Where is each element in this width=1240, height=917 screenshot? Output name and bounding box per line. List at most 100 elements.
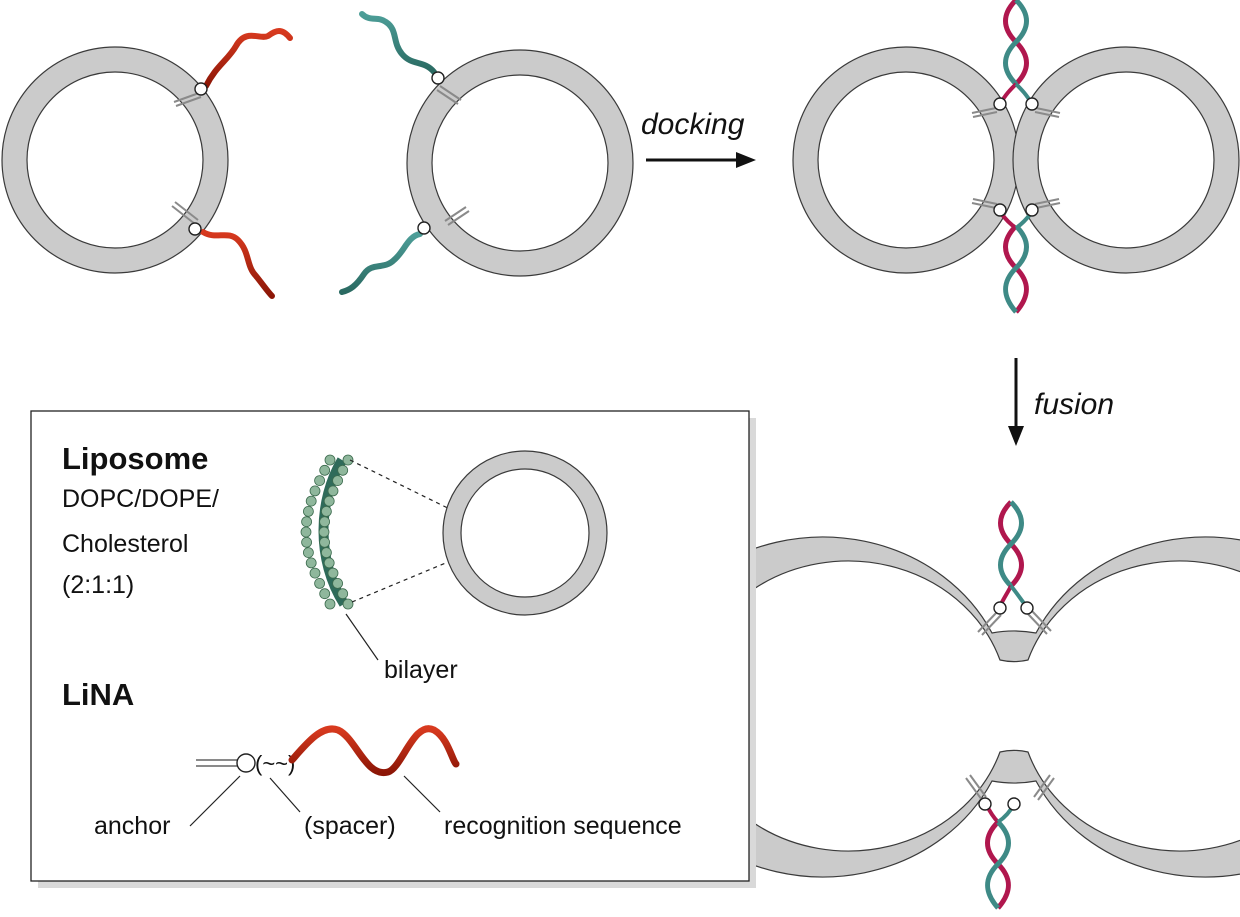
legend-liposome-lumen — [460, 468, 590, 598]
lipid-head — [327, 485, 339, 497]
liposome-title: Liposome — [62, 441, 208, 476]
lina-schematic: (~~) — [196, 725, 460, 776]
spacer-leader — [269, 777, 301, 813]
lipid-head — [314, 578, 326, 589]
anchor-knob — [1007, 797, 1021, 811]
dna-duplex-bottom — [1003, 224, 1029, 314]
lipid-head — [332, 475, 344, 487]
recognition-strand-teal — [359, 11, 437, 75]
docking-label: docking — [641, 108, 745, 141]
liposome-composition-line2: Cholesterol — [62, 530, 188, 558]
lina-anchor — [965, 777, 983, 801]
lina-anchor — [447, 210, 470, 226]
lipid-head — [342, 454, 354, 466]
liposome-left-a — [1, 28, 293, 299]
anchor-knob — [993, 203, 1007, 217]
lipid-head — [309, 567, 321, 579]
liposome-left-b — [339, 11, 634, 295]
lipid-head — [301, 516, 313, 528]
anchor-knob — [188, 222, 202, 236]
lipid-head — [309, 485, 321, 497]
anchor-knob — [194, 82, 208, 96]
lipid-head — [342, 598, 354, 610]
lipid-head — [319, 516, 331, 528]
arrow-head — [1008, 426, 1024, 446]
lipid-head — [319, 588, 331, 600]
lina-anchor — [981, 614, 1002, 636]
lipid-head — [314, 475, 326, 487]
lipid-head — [301, 536, 313, 548]
recognition-label: recognition sequence — [444, 812, 682, 840]
lipid-head — [337, 464, 349, 476]
liposome-ratio: (2:1:1) — [62, 571, 134, 599]
lina-anchor — [969, 774, 987, 798]
recognition-strand-teal — [339, 231, 423, 295]
lina-anchor — [1035, 202, 1061, 209]
lina-anchor — [1037, 777, 1055, 801]
lina-title: LiNA — [62, 677, 134, 712]
lipid-head — [324, 598, 336, 610]
docking-arrow: docking — [641, 108, 756, 168]
arrow-head — [736, 152, 756, 168]
anchor-knob — [417, 221, 431, 235]
lina-anchor — [175, 96, 202, 107]
lina-anchor — [972, 198, 998, 205]
bilayer-label: bilayer — [384, 656, 458, 684]
fusion-arrow: fusion — [1008, 358, 1114, 446]
lipid-head — [300, 526, 312, 538]
lina-anchor — [972, 111, 998, 118]
recognition-strand-red — [203, 28, 293, 89]
lipid-heads — [300, 454, 354, 610]
lipid-head — [327, 567, 339, 579]
lina-anchor — [1027, 613, 1048, 635]
anchor-knob — [978, 797, 992, 811]
lina-anchor — [174, 201, 199, 221]
lipid-head — [323, 557, 335, 569]
recognition-leader — [403, 775, 441, 813]
lipid-head — [332, 578, 344, 589]
lipid-head — [302, 505, 314, 517]
docked-liposomes — [792, 0, 1240, 314]
liposome-lumen — [26, 71, 204, 249]
anchor-knob — [1020, 601, 1034, 615]
lipid-head — [320, 547, 332, 558]
anchor-knob — [1025, 97, 1039, 111]
spacer-glyph: (~~) — [255, 751, 295, 776]
lina-anchor — [1033, 774, 1051, 798]
lina-anchor — [971, 107, 997, 114]
lina-anchor — [1035, 107, 1061, 114]
recognition-strand-red — [200, 229, 275, 299]
lipid-head — [320, 505, 332, 517]
spacer-label: (spacer) — [304, 812, 396, 840]
lipid-head — [302, 547, 314, 558]
dna-duplex-top — [1003, 0, 1029, 86]
liposome-lumen — [1037, 71, 1215, 249]
anchor-leader — [189, 775, 241, 827]
lina-anchor — [173, 92, 200, 103]
lina-anchor — [971, 202, 997, 209]
fused-liposome — [634, 500, 1240, 910]
lina-anchor — [1034, 111, 1060, 118]
legend-frame — [30, 410, 750, 882]
bilayer-leader — [345, 613, 379, 661]
lipid-head — [318, 526, 330, 538]
liposome-lumen — [431, 74, 609, 252]
legend-box: Liposome DOPC/DOPE/ Cholesterol (2:1:1) … — [30, 410, 756, 888]
lipid-head — [319, 464, 331, 476]
lipid-head — [337, 588, 349, 600]
dna-duplex-top — [998, 500, 1024, 588]
lipid-head — [305, 557, 317, 569]
bilayer-illustration — [300, 454, 354, 610]
lina-anchor — [1034, 198, 1060, 205]
anchor-knob — [236, 753, 256, 773]
fusion-label: fusion — [1034, 388, 1114, 421]
lipid-head — [305, 495, 317, 507]
lipid-head — [324, 454, 336, 466]
lina-anchor — [436, 89, 459, 105]
liposome-lumen — [817, 71, 995, 249]
anchor-label: anchor — [94, 812, 170, 840]
lipid-head — [319, 536, 331, 548]
zoom-line — [351, 556, 461, 603]
